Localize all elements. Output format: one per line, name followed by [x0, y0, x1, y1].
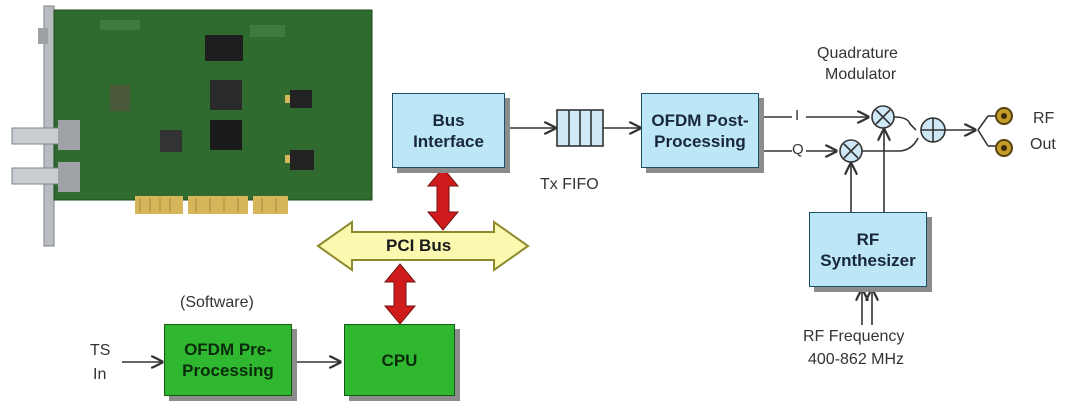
i-channel-label: I: [795, 107, 800, 124]
ofdm-post-processing-block: OFDM Post-Processing: [641, 93, 759, 168]
pci-bus-arrow: [316, 220, 530, 272]
software-label: (Software): [180, 294, 254, 311]
pci-bus-label: PCI Bus: [386, 236, 452, 255]
cpu-block: CPU: [344, 324, 455, 396]
pci-card-image: [11, 5, 373, 247]
rf-synthesizer-block: RF Synthesizer: [809, 212, 927, 287]
ts-label: TS: [90, 342, 111, 359]
in-label: In: [93, 366, 107, 383]
ofdm-post-processing-label: OFDM Post-Processing: [651, 110, 749, 151]
q-channel-label: Q: [792, 141, 804, 158]
modulator-label: Modulator: [825, 66, 897, 83]
quadrature-label: Quadrature: [817, 45, 898, 62]
tx-fifo-label: Tx FIFO: [540, 176, 599, 193]
bus-interface-label: Bus Interface: [413, 110, 484, 151]
ofdm-pre-processing-label: OFDM Pre-Processing: [182, 340, 274, 380]
rf-out-label-line2: Out: [1030, 136, 1056, 153]
rf-frequency-range: 400-862 MHz: [808, 351, 905, 368]
rf-synthesizer-label: RF Synthesizer: [820, 229, 916, 270]
rf-out-label-line1: RF: [1033, 110, 1055, 127]
cpu-label: CPU: [381, 350, 418, 370]
rf-frequency-label: RF Frequency: [803, 328, 905, 345]
ofdm-pre-processing-block: OFDM Pre-Processing: [164, 324, 292, 396]
bus-interface-block: Bus Interface: [392, 93, 505, 168]
